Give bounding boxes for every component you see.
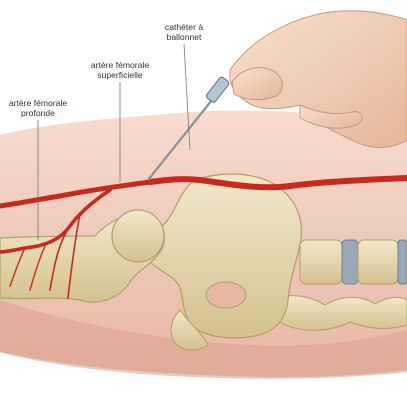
finger	[299, 104, 363, 129]
vertebra	[357, 239, 399, 285]
pubic-ramus	[170, 309, 209, 351]
label-superficial-line1: artère fémorale	[90, 60, 150, 70]
external-iliac-artery	[147, 175, 407, 191]
catheter-device	[147, 76, 230, 181]
superficial-femoral-artery	[0, 179, 153, 209]
catheter-leader-line	[183, 43, 191, 151]
obturator-foramen	[205, 281, 247, 309]
label-catheter-line2: ballonnet	[166, 32, 202, 42]
label-deep-line2: profonde	[21, 108, 55, 118]
leader-lines	[37, 43, 191, 240]
hand	[229, 10, 407, 148]
deep-femoral-artery	[0, 188, 112, 254]
label-superficial-line2: superficielle	[97, 70, 143, 80]
arteries	[0, 175, 407, 299]
vertebral-disc	[397, 239, 407, 285]
label-deep-line1: artère fémorale	[8, 98, 68, 108]
catheter-tube	[147, 99, 213, 181]
artery-branch	[49, 225, 71, 291]
label-deep-femoral-artery: artère fémorale profonde	[0, 98, 76, 118]
body-shadow	[0, 300, 407, 379]
vertebra	[299, 239, 343, 285]
artery-branch	[67, 213, 81, 299]
label-superficial-femoral-artery: artère fémorale superficielle	[75, 60, 165, 80]
label-catheter: cathéter à ballonnet	[150, 22, 218, 42]
catheter-hub	[205, 76, 230, 103]
spinous-processes	[269, 295, 407, 331]
thumb	[231, 67, 283, 101]
femoral-head	[111, 209, 165, 263]
artery-branch	[29, 245, 46, 291]
label-catheter-line1: cathéter à	[164, 22, 204, 32]
vertebral-disc	[341, 239, 359, 285]
artery-branch	[9, 247, 26, 287]
spine	[269, 239, 407, 331]
